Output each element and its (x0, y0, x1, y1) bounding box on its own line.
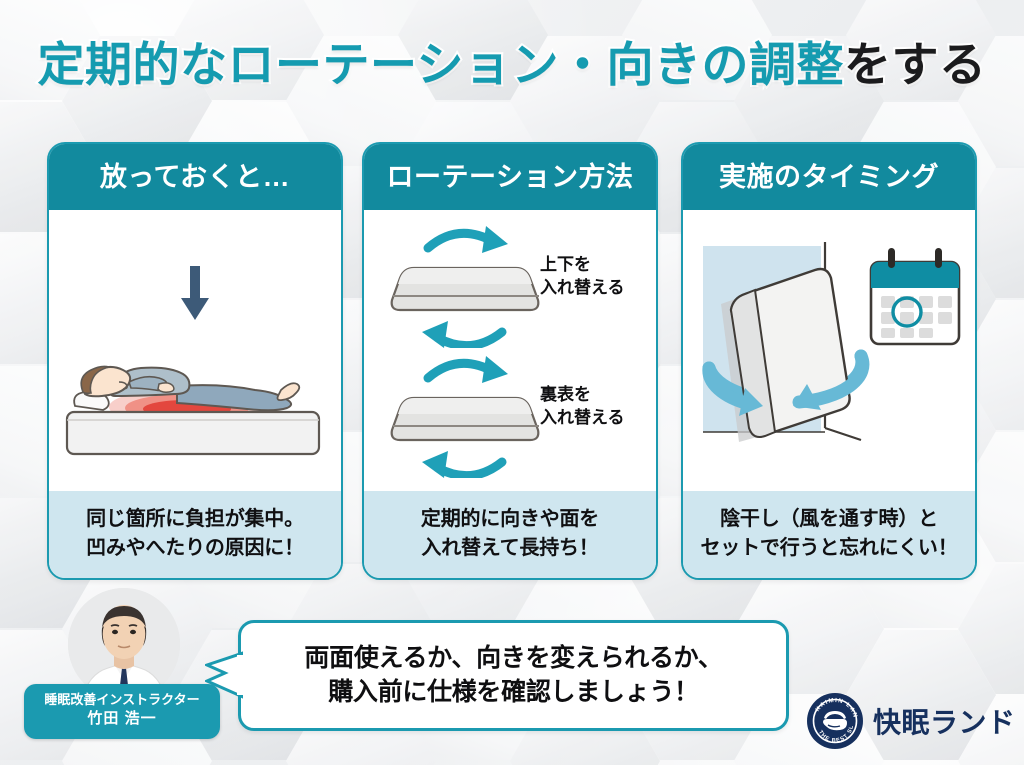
expert-name-badge: 睡眠改善インストラクター 竹田 浩一 (24, 684, 220, 739)
bubble-line-2: 購入前に仕様を確認しましょう！ (328, 677, 699, 706)
card-body-rotation-method: 上下を 入れ替える (364, 210, 656, 492)
card-caption-timing: 陰干し（風を通す時）と セットで行うと忘れにくい！ (683, 491, 975, 578)
brand-name: 快眠ランド (873, 707, 1016, 738)
leaning-mattress (729, 267, 851, 438)
card-rotation-method: ローテーション方法 (362, 142, 658, 580)
expert-name: 竹田 浩一 (87, 709, 157, 727)
card-caption-rotation-method: 定期的に向きや面を 入れ替えて長持ち！ (364, 491, 656, 578)
card-header-timing: 実施のタイミング (683, 144, 975, 210)
illustration-rotation-methods: 上下を 入れ替える (364, 210, 656, 491)
curved-arrow-top (423, 226, 508, 253)
card-header-consequences: 放っておくと… (49, 144, 341, 210)
curved-arrow-bottom (422, 451, 507, 478)
floor-line (824, 426, 862, 442)
mattress-base (65, 410, 321, 456)
rotation-label-line-1: 上下を (540, 255, 591, 274)
rotation-label-line-2: 入れ替える (540, 277, 625, 297)
caption-line-2: セットで行うと忘れにくい！ (700, 536, 958, 559)
card-consequences: 放っておくと… (47, 142, 343, 580)
curved-arrow-top (423, 356, 508, 383)
caption-line-1: 陰干し（風を通す時）と (720, 508, 938, 531)
leaning-mattress-and-calendar-illustration (702, 242, 961, 442)
card-header-rotation-method: ローテーション方法 (364, 144, 656, 210)
expert-block: 睡眠改善インストラクター 竹田 浩一 (24, 588, 220, 758)
rotation-row-head-foot: 上下を 入れ替える (364, 220, 656, 350)
caption-line-1: 同じ箇所に負担が集中。 (86, 508, 304, 531)
advice-speech-bubble: 両面使えるか、向きを変えられるか、 購入前に仕様を確認しましょう！ (205, 620, 789, 731)
caption-line-2: 凹みやへたりの原因に！ (86, 536, 304, 559)
highlighted-date-circle (891, 296, 923, 328)
page-title: 定期的なローテーション・向きの調整をする (0, 26, 1024, 95)
expert-role: 睡眠改善インストラクター (44, 692, 200, 707)
illustration-timing (683, 210, 975, 491)
brand-logo: KAIMIN LAND THE BEST SLEEP 快眠ランド (806, 692, 1016, 750)
illustration-person-on-mattress (49, 210, 341, 491)
rotation-label-line-1: 裏表を (540, 385, 591, 404)
mattress-with-curved-arrows-icon (390, 226, 540, 348)
bubble-line-1: 両面使えるか、向きを変えられるか、 (304, 644, 723, 672)
mattress-with-flip-arrows-icon (390, 356, 540, 478)
down-arrow-icon (181, 266, 209, 320)
page-title-suffix: をする (842, 36, 988, 93)
card-body-consequences (49, 210, 341, 492)
card-caption-consequences: 同じ箇所に負担が集中。 凹みやへたりの原因に！ (49, 491, 341, 578)
mattress-shape (390, 266, 540, 312)
curved-arrow-bottom (422, 321, 507, 348)
rotation-row-flip-over: 裏表を 入れ替える (364, 350, 656, 480)
caption-line-1: 定期的に向きや面を (420, 508, 600, 531)
card-body-timing (683, 210, 975, 492)
person-mattress-illustration (65, 365, 321, 456)
sleeping-face-mark (823, 711, 847, 731)
calendar-icon (869, 248, 961, 346)
kaimin-land-logo-icon: KAIMIN LAND THE BEST SLEEP (806, 692, 863, 749)
rotation-label-line-2: 入れ替える (540, 407, 625, 427)
caption-line-2: 入れ替えて長持ち！ (421, 536, 599, 559)
rotation-label-head-foot: 上下を 入れ替える (540, 254, 625, 300)
mattress-shape (390, 396, 540, 442)
rotation-label-flip-over: 裏表を 入れ替える (540, 384, 625, 430)
speech-bubble-tail (205, 651, 243, 699)
rotation-ellipse-front (702, 349, 870, 416)
page-title-accent: 定期的なローテーション・向きの調整 (35, 36, 845, 93)
card-timing: 実施のタイミング (681, 142, 977, 580)
